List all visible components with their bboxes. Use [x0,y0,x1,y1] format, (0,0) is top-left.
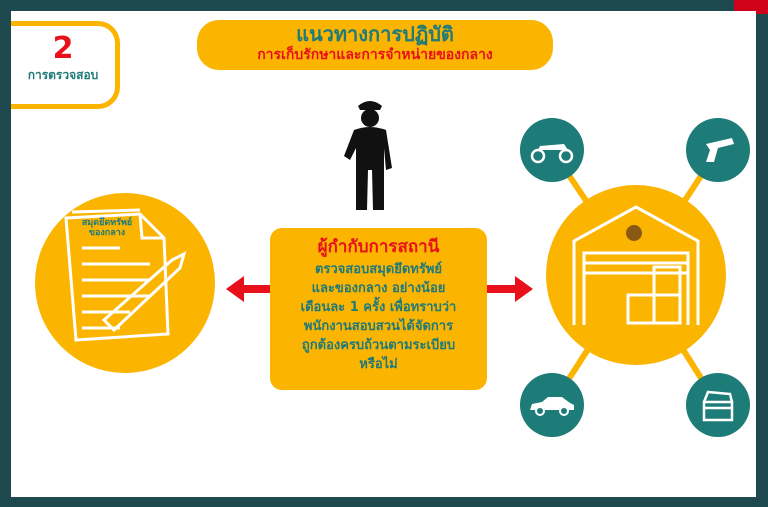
treasure-chest-circle [686,373,750,437]
warehouse-circle [546,185,726,365]
inspection-box: ผู้กำกับการสถานี ตรวจสอบสมุดยึดทรัพย์ แล… [270,228,487,390]
gun-icon [706,138,734,162]
inspection-text: ตรวจสอบสมุดยึดทรัพย์ และของกลาง อย่างน้อ… [270,260,487,374]
text-line: และของกลาง อย่างน้อย [311,281,446,296]
text-line: พนักงานสอบสวนได้จัดการ [303,319,454,334]
document-label-line1: สมุดยึดทรัพย์ [81,218,133,228]
text-line: ถูกต้องครบถ้วนตามระเบียบ [301,338,456,353]
arrow-left-icon [226,276,272,302]
page-subtitle: การเก็บรักษาและการจำหน่ายของกลาง [257,47,493,63]
arrow-right-icon [487,276,533,302]
text-line: ตรวจสอบสมุดยึดทรัพย์ [314,262,443,277]
section-number: 2 [52,31,74,66]
warehouse-icon [572,205,700,325]
treasure-chest-icon [702,390,734,422]
inspection-heading: ผู้กำกับการสถานี [317,237,440,257]
page-title: แนวทางการปฏิบัติ [296,22,454,46]
document-label: สมุดยึดทรัพย์ ของกลาง [72,218,142,238]
police-officer-icon [344,101,392,210]
motorcycle-icon [530,144,574,164]
car-icon [530,397,574,416]
document-label-line2: ของกลาง [88,228,126,238]
text-line: หรือไม่ [359,357,398,372]
section-badge: 2 การตรวจสอบ [11,21,120,109]
title-banner: แนวทางการปฏิบัติ การเก็บรักษาและการจำหน่… [197,20,553,70]
gun-circle [686,118,750,182]
section-label: การตรวจสอบ [27,68,99,82]
document-pen-icon [64,208,187,342]
corner-accent [734,0,768,14]
text-line: เดือนละ 1 ครั้ง เพื่อทราบว่า [300,300,457,315]
